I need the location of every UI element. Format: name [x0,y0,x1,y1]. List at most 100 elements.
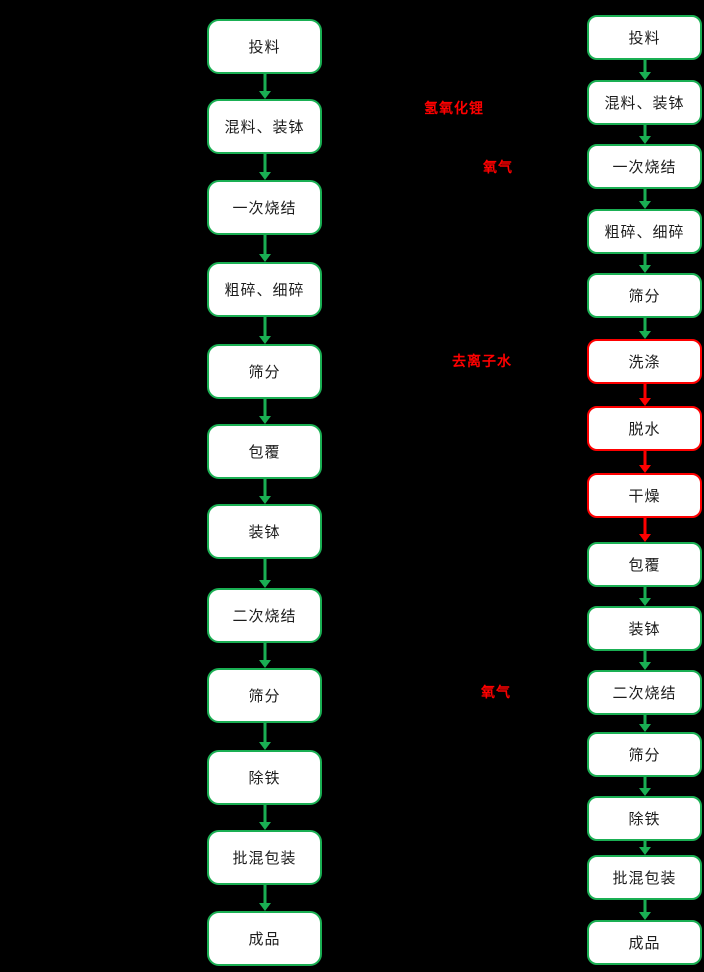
flow-step-box: 包覆 [207,424,322,479]
flow-step-label: 成品 [628,935,661,952]
flow-arrow-down [638,318,651,339]
flow-arrow-down [258,885,271,911]
arrow-shaft [643,777,646,789]
flow-step-box: 一次烧结 [207,180,322,235]
flow-arrow-down [638,384,651,406]
annotation-label: 氢氧化锂 [424,100,484,116]
flow-step-box: 洗涤 [587,339,702,384]
flow-step-box: 装钵 [587,606,702,651]
flow-step-label: 洗涤 [628,354,661,371]
flow-step-box: 除铁 [587,796,702,841]
flow-arrow-down [638,518,651,542]
flow-step-label: 包覆 [628,557,661,574]
flow-step-label: 筛分 [248,364,281,381]
arrow-head-icon [258,172,271,180]
flow-arrow-down [638,651,651,670]
flow-step-label: 粗碎、细碎 [604,224,685,241]
flow-arrow-down [638,900,651,920]
arrow-shaft [643,318,646,332]
flow-step-box: 二次烧结 [587,670,702,715]
flow-step-label: 包覆 [248,444,281,461]
arrow-shaft [263,74,266,92]
flow-arrow-down [638,715,651,732]
arrow-head-icon [258,336,271,344]
flow-step-box: 装钵 [207,504,322,559]
flow-step-box: 成品 [207,911,322,966]
arrow-shaft [263,723,266,743]
arrow-head-icon [258,822,271,830]
flow-step-label: 二次烧结 [612,685,677,702]
flow-step-box: 筛分 [587,273,702,318]
arrow-shaft [643,518,646,535]
flow-arrow-down [638,451,651,473]
flow-step-box: 干燥 [587,473,702,518]
arrow-shaft [263,479,266,497]
flow-step-box: 混料、装钵 [207,99,322,154]
flow-arrow-down [258,723,271,750]
arrow-shaft [643,841,646,848]
flow-step-box: 包覆 [587,542,702,587]
arrow-shaft [643,384,646,399]
flow-arrow-down [258,559,271,588]
flow-step-label: 筛分 [628,747,661,764]
flow-step-label: 干燥 [628,488,661,505]
arrow-head-icon [258,254,271,262]
flow-step-box: 脱水 [587,406,702,451]
arrow-shaft [643,587,646,599]
flow-arrow-down [638,841,651,855]
flow-arrow-down [638,189,651,209]
flow-step-box: 投料 [207,19,322,74]
arrow-shaft [643,900,646,913]
arrow-head-icon [638,201,651,209]
arrow-shaft [263,399,266,417]
flow-step-label: 粗碎、细碎 [224,282,305,299]
arrow-head-icon [258,660,271,668]
flow-arrow-down [638,60,651,80]
flow-step-box: 二次烧结 [207,588,322,643]
flow-arrow-down [258,399,271,424]
flow-step-label: 筛分 [248,688,281,705]
flow-step-label: 脱水 [628,421,661,438]
flow-step-box: 批混包装 [587,855,702,900]
flow-arrow-down [638,125,651,144]
flow-step-label: 装钵 [248,524,281,541]
flow-step-box: 混料、装钵 [587,80,702,125]
flow-step-label: 二次烧结 [232,608,297,625]
flow-step-label: 装钵 [628,621,661,638]
arrow-head-icon [638,847,651,855]
arrow-shaft [643,254,646,266]
flow-step-label: 混料、装钵 [604,95,685,112]
flow-arrow-down [638,777,651,796]
flow-step-box: 粗碎、细碎 [587,209,702,254]
arrow-head-icon [638,598,651,606]
annotation-label: 氧气 [483,159,513,175]
flow-step-box: 筛分 [207,668,322,723]
arrow-shaft [263,805,266,823]
flow-step-label: 筛分 [628,288,661,305]
arrow-head-icon [258,416,271,424]
annotation-label: 去离子水 [452,353,512,369]
flow-step-label: 投料 [248,39,281,56]
flow-step-label: 成品 [248,931,281,948]
arrow-head-icon [638,72,651,80]
arrow-shaft [263,643,266,661]
arrow-shaft [263,885,266,904]
flow-arrow-down [258,235,271,262]
flow-step-box: 一次烧结 [587,144,702,189]
flow-arrow-down [258,805,271,830]
flow-step-label: 混料、装钵 [224,119,305,136]
flow-step-label: 一次烧结 [232,200,297,217]
arrow-shaft [643,651,646,663]
flow-step-label: 批混包装 [232,850,297,867]
arrow-head-icon [638,662,651,670]
annotation-label: 氧气 [481,684,511,700]
arrow-head-icon [258,903,271,911]
arrow-head-icon [258,91,271,99]
arrow-shaft [263,235,266,255]
flow-arrow-down [638,587,651,606]
arrow-shaft [643,189,646,202]
arrow-head-icon [638,724,651,732]
flow-step-label: 批混包装 [612,870,677,887]
arrow-head-icon [638,534,651,542]
flow-step-label: 一次烧结 [612,159,677,176]
